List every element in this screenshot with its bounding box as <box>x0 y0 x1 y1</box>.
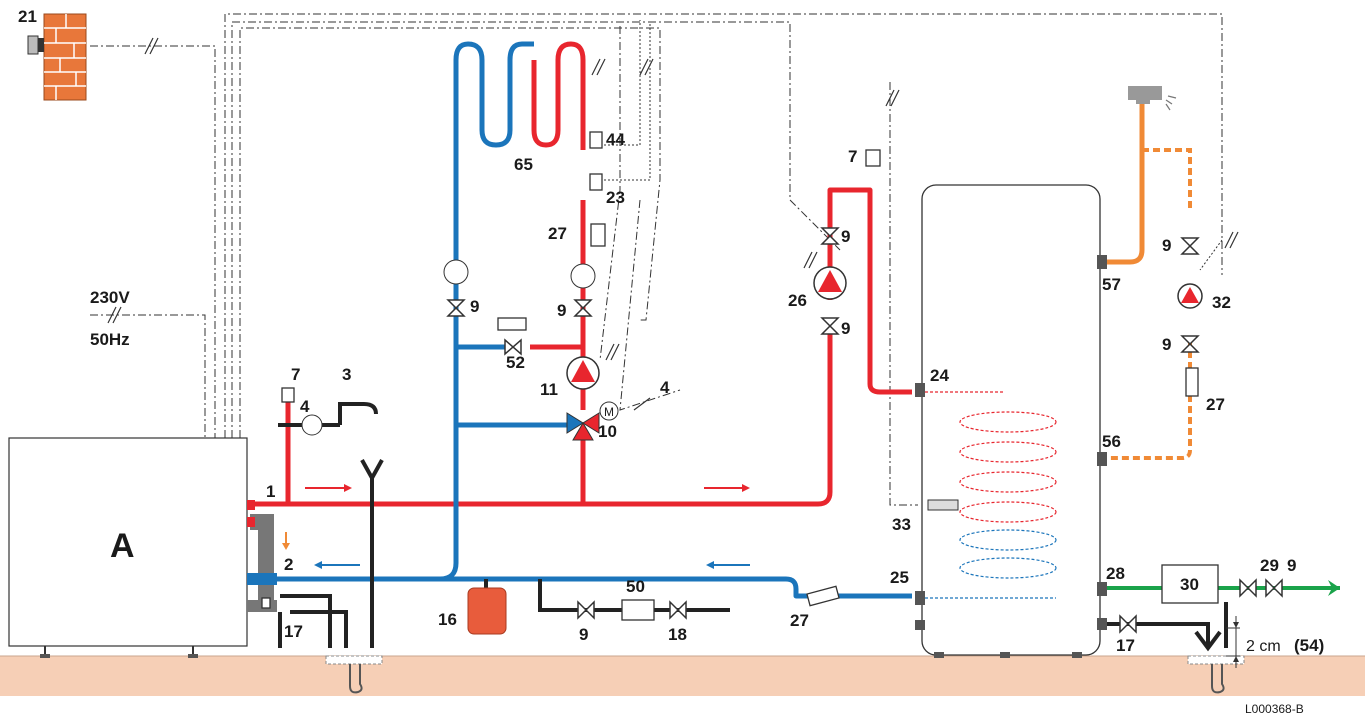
label-17: 17 <box>284 622 303 641</box>
storage-tank <box>915 184 1107 658</box>
label-7: 7 <box>291 365 300 384</box>
expansion-vessel <box>467 587 507 635</box>
label-9: 9 <box>1162 236 1171 255</box>
cable-marks <box>107 37 1239 411</box>
outdoor-sensor-wall <box>27 13 87 101</box>
label-2: 2 <box>284 555 293 574</box>
label-56: 56 <box>1102 432 1121 451</box>
label-9: 9 <box>1162 335 1171 354</box>
drain-left <box>325 655 383 694</box>
label-33: 33 <box>892 515 911 534</box>
svg-text:M: M <box>604 405 614 419</box>
isolation-valves <box>446 227 1283 634</box>
flow-arrows <box>282 484 750 569</box>
drain-pipes <box>278 402 1228 652</box>
heat-pump-unit <box>8 437 248 658</box>
label-57: 57 <box>1102 275 1121 294</box>
label-27: 27 <box>1206 395 1225 414</box>
clearance-label: 2 cm <box>1246 638 1281 655</box>
drawing-reference: L000368-B <box>1245 702 1304 716</box>
label-9: 9 <box>1287 556 1296 575</box>
electrical-wiring <box>90 13 1223 506</box>
label-44: 44 <box>606 130 625 149</box>
label-32: 32 <box>1212 293 1231 312</box>
label-9: 9 <box>557 301 566 320</box>
dhw-pipes <box>1100 102 1192 460</box>
label-9: 9 <box>579 625 588 644</box>
label-9: 9 <box>841 227 850 246</box>
clearance-ref: (54) <box>1294 636 1324 655</box>
label-65: 65 <box>514 155 533 174</box>
inlet-arrow <box>1328 580 1340 596</box>
drain-right <box>1187 655 1245 694</box>
label-4: 4 <box>300 397 310 416</box>
label-17: 17 <box>1116 636 1135 655</box>
label-28: 28 <box>1106 564 1125 583</box>
unit-connections <box>247 500 277 612</box>
label-1: 1 <box>266 482 275 501</box>
label-21: 21 <box>18 7 37 26</box>
tap-icon <box>1128 86 1177 111</box>
label-25: 25 <box>890 568 909 587</box>
unit-label: A <box>110 527 135 565</box>
label-10: 10 <box>598 422 617 441</box>
sensor-wiring <box>600 20 1223 271</box>
accessories <box>261 131 1199 621</box>
label-9: 9 <box>470 297 479 316</box>
svg-text:~: ~ <box>600 429 607 443</box>
mixing-valve-icon: M ~ <box>566 401 619 443</box>
label-52: 52 <box>506 353 525 372</box>
ground <box>0 656 1365 696</box>
label-7: 7 <box>848 147 857 166</box>
label-24: 24 <box>930 366 949 385</box>
label-9: 9 <box>841 319 850 338</box>
thermometer-icon <box>301 259 596 436</box>
label-26: 26 <box>788 291 807 310</box>
label-23: 23 <box>606 188 625 207</box>
label-3: 3 <box>342 365 351 384</box>
label-30: 30 <box>1180 575 1199 594</box>
label-16: 16 <box>438 610 457 629</box>
label-18: 18 <box>668 625 687 644</box>
pump-icon <box>813 266 847 300</box>
pump-icon <box>1177 283 1203 309</box>
frequency-label: 50Hz <box>90 330 130 349</box>
pump-icon <box>566 356 600 390</box>
label-4: 4 <box>660 378 670 397</box>
return-pipes <box>262 41 912 599</box>
label-11: 11 <box>540 380 558 399</box>
voltage-label: 230V <box>90 288 130 307</box>
clearance-dimension <box>1226 616 1240 668</box>
disconnector-box <box>1161 564 1219 604</box>
label-27: 27 <box>548 224 567 243</box>
label-27: 27 <box>790 611 809 630</box>
label-50: 50 <box>626 577 645 596</box>
label-29: 29 <box>1260 556 1279 575</box>
